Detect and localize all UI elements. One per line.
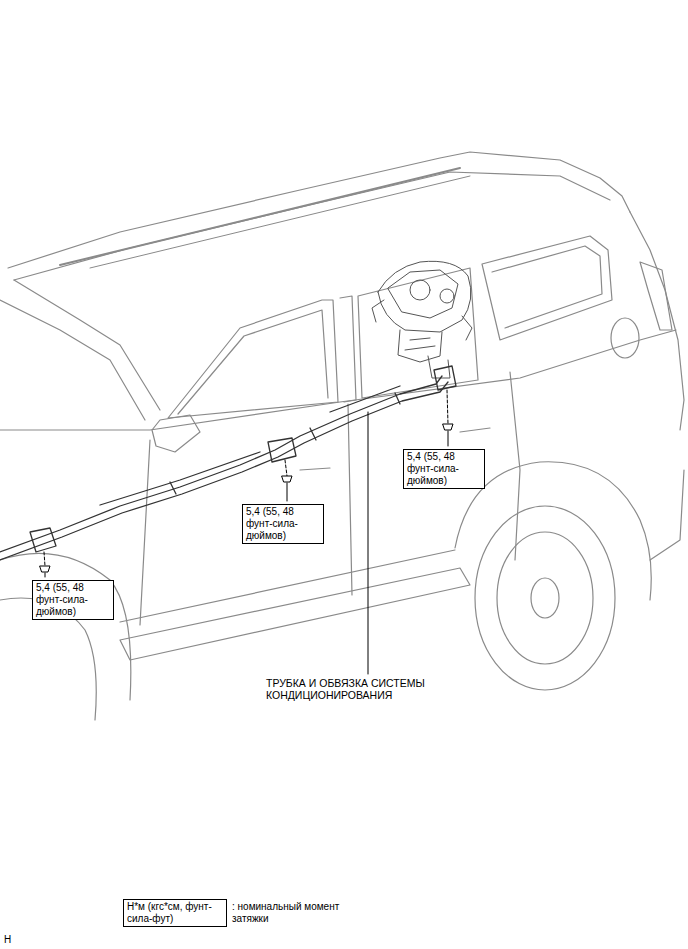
torque-box: 5,4 (55, 48 фунт-сила-дюймов) [242,504,324,544]
figure-code: H [4,934,24,946]
torque-text: 5,4 (55, 48 фунт-сила-дюймов) [246,506,320,542]
part-name: ТРУБКА И ОБВЯЗКА СИСТЕМЫ КОНДИЦИОНИРОВАН… [266,677,476,701]
legend-entry: : номинальный момент затяжки [232,901,342,925]
torque-text: Н*м (кгс*см, фунт-сила-фут) [127,901,223,925]
label-holder: ТРУБКА И ОБВЯЗКА СИСТЕМЫ КОНДИЦИОНИРОВАН… [266,677,476,701]
torque-text: 5,4 (55, 48 фунт-сила-дюймов) [36,582,110,618]
legend-text: : номинальный момент затяжки [232,901,342,925]
torque-text: 5,4 (55, 48 фунт-сила-дюймов) [407,451,481,487]
torque-box: 5,4 (55, 48 фунт-сила-дюймов) [403,449,485,489]
torque-box: 5,4 (55, 48 фунт-сила-дюймов) [32,580,114,620]
label-holder: H [4,934,24,946]
legend-sample-box: Н*м (кгс*см, фунт-сила-фут) [123,899,227,927]
